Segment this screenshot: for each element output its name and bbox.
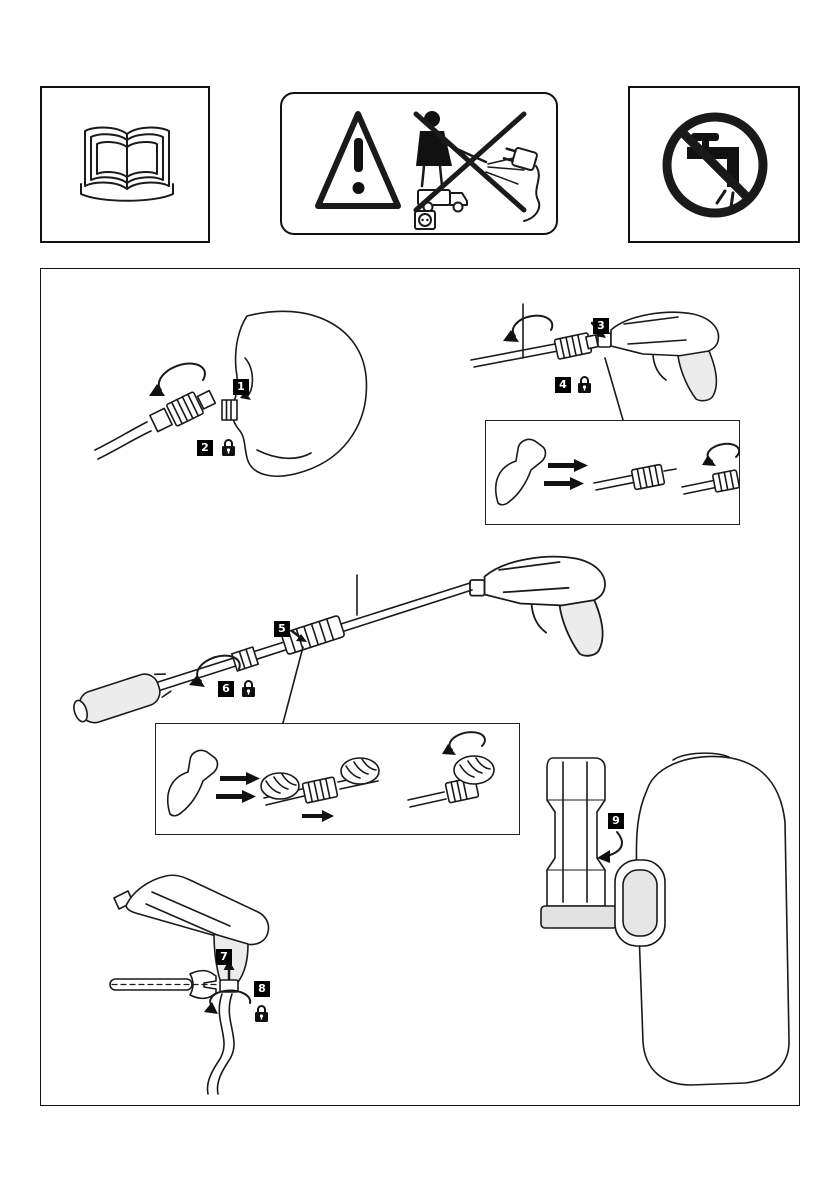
step-badge-7: 7 bbox=[216, 949, 232, 965]
warning-panel bbox=[280, 92, 558, 235]
lock-icon-step-8 bbox=[254, 1003, 269, 1023]
lance-push-detail bbox=[593, 463, 677, 491]
no-spray-at-plug-icon bbox=[502, 147, 541, 222]
step-badge-9: 9 bbox=[608, 813, 624, 829]
read-manual-box bbox=[40, 86, 210, 243]
step-badge-4: 4 bbox=[555, 377, 571, 393]
fig-holder-machine bbox=[540, 752, 790, 1086]
rotate-arrow-icon bbox=[149, 362, 206, 396]
no-tap-water-icon bbox=[662, 112, 768, 218]
rotate-arrow-icon bbox=[503, 314, 554, 342]
step-badge-1: 1 bbox=[233, 379, 249, 395]
fig-lance-to-gun bbox=[470, 303, 720, 421]
fig-wand-assembly bbox=[73, 555, 606, 724]
inlet-fitting-icon bbox=[221, 399, 238, 421]
inset-lance-detail bbox=[494, 438, 741, 506]
hose bbox=[206, 993, 235, 1095]
lance-twist-detail bbox=[681, 442, 741, 495]
arm-icon bbox=[166, 749, 219, 817]
gun-holder bbox=[540, 757, 618, 929]
rotate-arrow-icon bbox=[204, 989, 252, 1014]
step-badge-3: 3 bbox=[593, 318, 609, 334]
wrench-icon bbox=[109, 969, 219, 1000]
hands-push-detail bbox=[260, 757, 380, 822]
inset-push-twist-wand bbox=[155, 723, 520, 835]
leader-to-inset bbox=[604, 357, 624, 421]
no-spray-at-socket-icon bbox=[414, 210, 436, 230]
spray-gun bbox=[469, 555, 606, 657]
hand-twist-detail bbox=[407, 731, 495, 808]
push-arrows-icon bbox=[216, 772, 260, 803]
inset-push-twist-lance bbox=[485, 420, 741, 525]
inset-wand-detail bbox=[166, 731, 495, 822]
spray-gun-tilted bbox=[113, 874, 270, 983]
spray-wand-tube bbox=[73, 582, 473, 724]
spray-lance bbox=[470, 332, 599, 368]
fig-gun-wrench bbox=[109, 874, 270, 1095]
high-pressure-hose bbox=[94, 389, 217, 460]
open-book-icon bbox=[80, 126, 174, 202]
spray-gun bbox=[597, 311, 720, 402]
rotate-arrow-icon bbox=[189, 654, 241, 687]
warning-pictograms bbox=[315, 111, 541, 230]
lock-icon-step-4 bbox=[577, 374, 592, 394]
warning-box bbox=[230, 86, 610, 243]
no-spray-at-vehicle-icon bbox=[417, 189, 468, 213]
push-arrows-icon bbox=[544, 459, 588, 490]
warning-triangle-icon bbox=[315, 111, 401, 209]
prohibition-cross-icon bbox=[413, 111, 527, 213]
step-badge-5: 5 bbox=[274, 621, 290, 637]
nozzle bbox=[73, 673, 172, 724]
hose-coupling-nut bbox=[166, 391, 204, 427]
step5-arrow-icon bbox=[290, 629, 307, 642]
step-badge-6: 6 bbox=[218, 681, 234, 697]
arm-icon bbox=[494, 438, 547, 506]
leader-to-inset bbox=[282, 646, 304, 724]
pressure-washer-body bbox=[614, 752, 790, 1086]
step-badge-2: 2 bbox=[197, 440, 213, 456]
lock-icon-step-6 bbox=[241, 678, 256, 698]
lock-icon-step-2 bbox=[221, 437, 236, 457]
wand-nut bbox=[230, 646, 260, 672]
step7-arrow-icon bbox=[223, 960, 235, 981]
no-tap-water-box bbox=[628, 86, 800, 243]
step9-arrow-icon bbox=[597, 831, 623, 863]
step-badge-8: 8 bbox=[254, 981, 270, 997]
